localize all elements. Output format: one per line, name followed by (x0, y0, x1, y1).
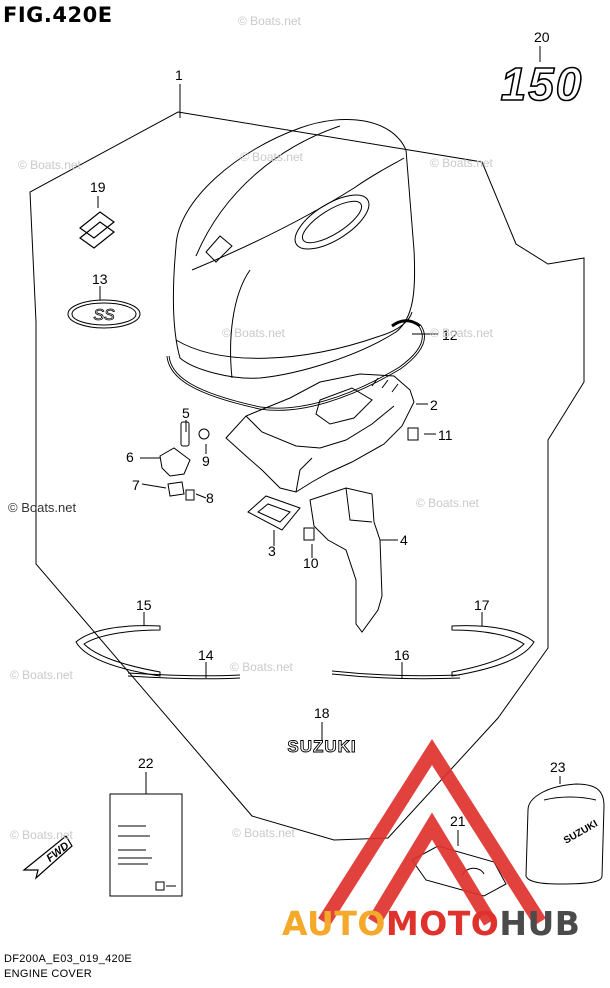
automotohub-wordmark: AUTOMOTOHUB (282, 904, 580, 943)
callout-4: 4 (400, 532, 408, 548)
side-decal-shapes (75, 625, 535, 680)
callout-11: 11 (438, 427, 453, 443)
watermark-8: © Boats.net (10, 668, 73, 682)
callout-16: 16 (394, 647, 410, 663)
watermark-2: © Boats.net (18, 158, 81, 172)
figure-code: DF200A_E03_019_420E (4, 953, 133, 965)
callout-2: 2 (430, 397, 438, 413)
leader-lines (97, 46, 561, 846)
watermark-10: © Boats.net (10, 828, 73, 842)
ss-badge (67, 299, 141, 329)
grommet-shape (247, 495, 301, 531)
ss-badge-text: SS (93, 307, 115, 324)
callout-14: 14 (198, 647, 214, 663)
model-number-decal: 150 (501, 58, 584, 110)
callout-15: 15 (136, 597, 152, 613)
callout-23: 23 (550, 759, 566, 775)
watermark-5: © Boats.net (222, 326, 285, 340)
callout-21: 21 (450, 813, 466, 829)
callout-19: 19 (90, 179, 106, 195)
wordmark-auto: AUTO (282, 904, 386, 943)
figure-name: ENGINE COVER (4, 968, 92, 980)
callout-17: 17 (474, 597, 490, 613)
cover-bag-shape (525, 783, 605, 885)
bracket-shape (225, 373, 415, 493)
watermark-11: © Boats.net (232, 826, 295, 840)
callout-3: 3 (268, 543, 276, 559)
callout-12: 12 (442, 327, 458, 343)
callout-1: 1 (175, 67, 183, 83)
watermark-9: © Boats.net (230, 660, 293, 674)
cover-bag-logo: SUZUKI (562, 818, 600, 846)
suzuki-s-logo (79, 211, 115, 249)
owners-manual (109, 793, 183, 897)
callout-10: 10 (303, 555, 319, 571)
automotohub-triangle-logo (318, 738, 546, 926)
group-boundary (29, 111, 585, 841)
watermark-4: © Boats.net (430, 156, 493, 170)
watermark-1: © Boats.net (238, 14, 301, 28)
watermark-main: © Boats.net (8, 500, 77, 515)
watermark-6: © Boats.net (430, 326, 493, 340)
callout-6: 6 (126, 449, 134, 465)
figure-title: FIG.420E (3, 3, 113, 27)
engine-cover-shape (172, 118, 416, 379)
watermark-7: © Boats.net (416, 496, 479, 510)
callout-7: 7 (132, 477, 140, 493)
callout-22: 22 (138, 755, 154, 771)
suzuki-sticker: SUZUKI (287, 737, 356, 756)
callout-13: 13 (92, 271, 108, 287)
fastener-shapes (159, 421, 419, 541)
fwd-arrow (22, 835, 73, 880)
stay-shape (309, 487, 383, 633)
wordmark-moto: MOTO (385, 904, 500, 943)
wordmark-hub: HUB (499, 904, 581, 943)
callout-5: 5 (182, 405, 190, 421)
fwd-label: FWD (44, 840, 71, 865)
callout-18: 18 (314, 705, 330, 721)
watermark-3: © Boats.net (240, 150, 303, 164)
callout-9: 9 (202, 453, 210, 469)
callout-20: 20 (534, 29, 550, 45)
callout-8: 8 (206, 490, 214, 506)
